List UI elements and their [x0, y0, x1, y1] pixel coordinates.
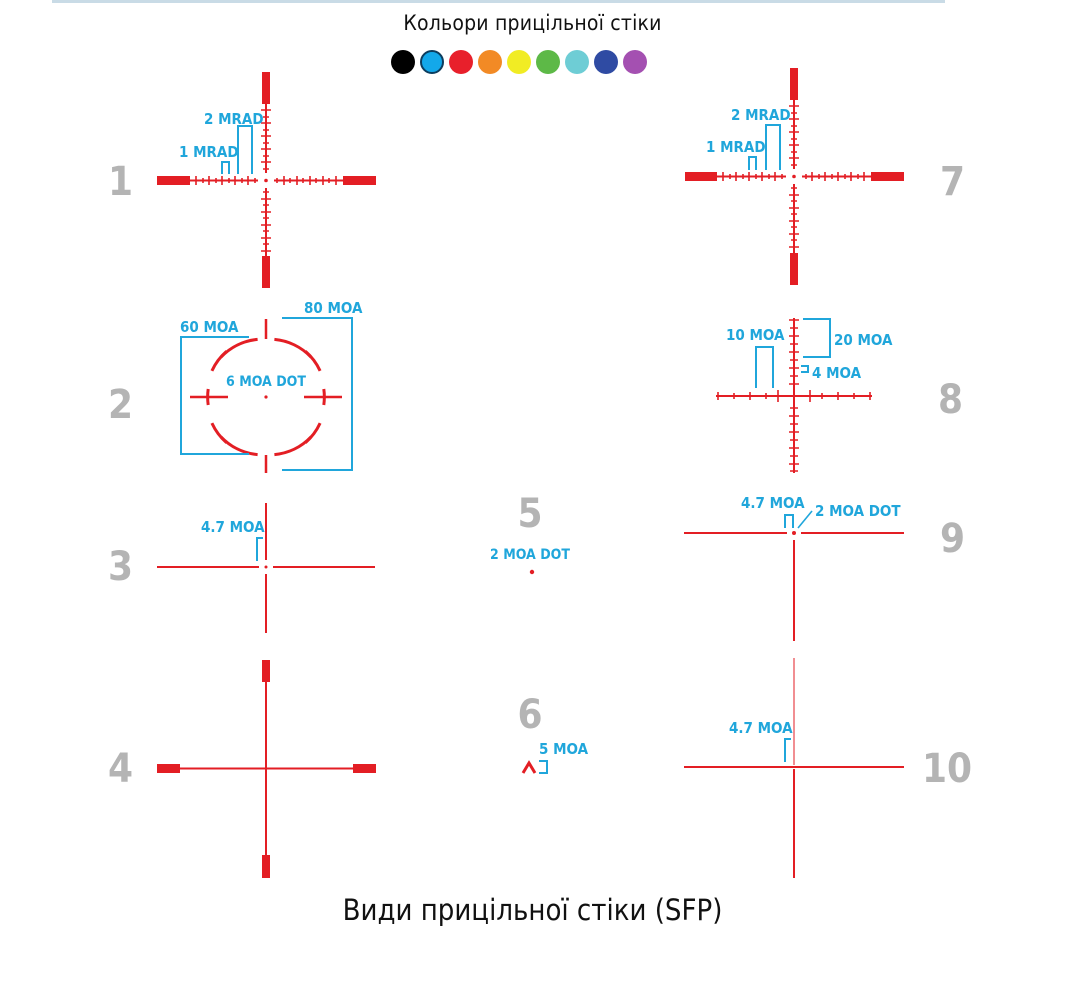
- reticle-3: 3 4.7 MOA: [108, 503, 375, 633]
- center-dot: [529, 569, 535, 575]
- mrad-ticks-horizontal: [195, 176, 337, 185]
- thick-post-top: [262, 660, 270, 682]
- label-4moa: 4 MOA: [812, 364, 862, 382]
- reticle-number: 7: [940, 159, 965, 205]
- center-dot: [264, 565, 268, 569]
- center-dot: [264, 178, 268, 183]
- label-5moa: 5 MOA: [539, 740, 589, 758]
- center-dot: [792, 174, 796, 179]
- bracket-5moa: [539, 760, 548, 774]
- moa-ticks-vertical: [789, 319, 799, 472]
- color-swatch: [420, 50, 444, 74]
- caption: Види прицільної стіки (SFP): [342, 893, 723, 927]
- label-10moa: 10 MOA: [726, 326, 785, 344]
- reticle-5: 5 2 MOA DOT: [490, 491, 570, 575]
- label-2moa-dot: 2 MOA DOT: [490, 547, 570, 563]
- circle-arc: [219, 337, 258, 359]
- bracket-20moa: [803, 318, 831, 358]
- thick-post-top: [790, 68, 798, 100]
- top-divider: [52, 0, 945, 3]
- reticle-number: 4: [108, 746, 133, 792]
- bracket-4.7moa: [256, 537, 263, 561]
- bracket-2mrad: [237, 125, 253, 174]
- colors-title: Кольори прицільної стіки: [403, 11, 662, 35]
- reticle-number: 9: [940, 516, 965, 562]
- bracket-1mrad: [221, 161, 230, 174]
- label-1mrad: 1 MRAD: [179, 143, 239, 161]
- color-swatch: [594, 50, 618, 74]
- bracket-4.7moa: [784, 514, 794, 528]
- reticle-4: 4: [108, 660, 376, 878]
- bracket-80moa: [282, 317, 353, 471]
- circle-arc: [219, 435, 258, 457]
- label-4.7moa: 4.7 MOA: [201, 518, 265, 536]
- bracket-4.7moa: [784, 738, 791, 762]
- bracket-4moa: [801, 365, 809, 373]
- reticle-number: 5: [517, 491, 542, 537]
- thick-post-top: [262, 72, 270, 104]
- reticle-8: 8 10 MOA 20 MOA 4 MOA: [716, 318, 963, 473]
- reticle-6: 6 5 MOA: [517, 692, 589, 774]
- reticle-10: 10 4.7 MOA: [684, 658, 972, 878]
- color-swatch: [623, 50, 647, 74]
- color-swatch: [507, 50, 531, 74]
- circle-arc: [304, 422, 322, 444]
- reticle-9: 9 4.7 MOA 2 MOA DOT: [684, 494, 965, 641]
- reticle-number: 1: [108, 159, 133, 205]
- thick-post-left: [685, 172, 717, 181]
- reticle-number: 8: [938, 377, 963, 423]
- reticle-number: 3: [108, 544, 133, 590]
- thick-post-left: [157, 764, 180, 773]
- reticle-7: 7 2 MRAD 1 MRAD: [685, 68, 965, 285]
- circle-arc: [274, 435, 313, 457]
- color-swatch: [391, 50, 415, 74]
- thick-post-right: [343, 176, 376, 185]
- label-20moa: 20 MOA: [834, 331, 893, 349]
- color-swatch: [565, 50, 589, 74]
- thick-post-bottom: [790, 253, 798, 285]
- bracket-2mrad: [765, 124, 781, 170]
- mrad-ticks-vertical: [789, 105, 799, 248]
- color-swatch: [449, 50, 473, 74]
- label-4.7moa: 4.7 MOA: [729, 719, 793, 737]
- label-80moa: 80 MOA: [304, 299, 363, 317]
- circle-arc: [274, 337, 313, 359]
- label-4.7moa: 4.7 MOA: [741, 494, 805, 512]
- reticle-1: 1 2 MRAD 1 MRAD: [108, 72, 376, 288]
- mrad-ticks-vertical: [261, 109, 271, 252]
- bracket-60moa: [180, 336, 249, 455]
- center-dot: [264, 395, 268, 399]
- label-dot: 6 MOA DOT: [226, 374, 306, 390]
- circle-arc: [304, 350, 322, 372]
- color-swatch: [478, 50, 502, 74]
- thick-post-left: [157, 176, 190, 185]
- circle-arc: [210, 422, 228, 444]
- circle-arc: [210, 350, 228, 372]
- reticle-2: 2 60 MOA 80 MOA 6 MOA DOT: [108, 299, 363, 473]
- label-2mrad: 2 MRAD: [731, 106, 791, 124]
- reticle-number: 10: [922, 746, 972, 792]
- center-dot: [792, 531, 796, 535]
- mrad-ticks-horizontal: [722, 172, 865, 181]
- label-2moa-dot: 2 MOA DOT: [815, 502, 901, 520]
- bracket-10moa: [755, 346, 774, 388]
- moa-ticks-horizontal: [717, 390, 871, 402]
- reticle-number: 6: [517, 692, 542, 738]
- color-swatch: [536, 50, 560, 74]
- label-1mrad: 1 MRAD: [706, 138, 766, 156]
- bracket-1mrad: [748, 156, 757, 170]
- thick-post-right: [871, 172, 904, 181]
- label-2mrad: 2 MRAD: [204, 110, 264, 128]
- label-60moa: 60 MOA: [180, 318, 239, 336]
- thick-post-bottom: [262, 855, 270, 878]
- thick-post-right: [353, 764, 376, 773]
- chevron-mark: [521, 760, 537, 774]
- reticle-number: 2: [108, 382, 133, 428]
- leader-2moa-dot: [797, 510, 813, 529]
- thick-post-bottom: [262, 256, 270, 288]
- color-swatches: [391, 50, 647, 74]
